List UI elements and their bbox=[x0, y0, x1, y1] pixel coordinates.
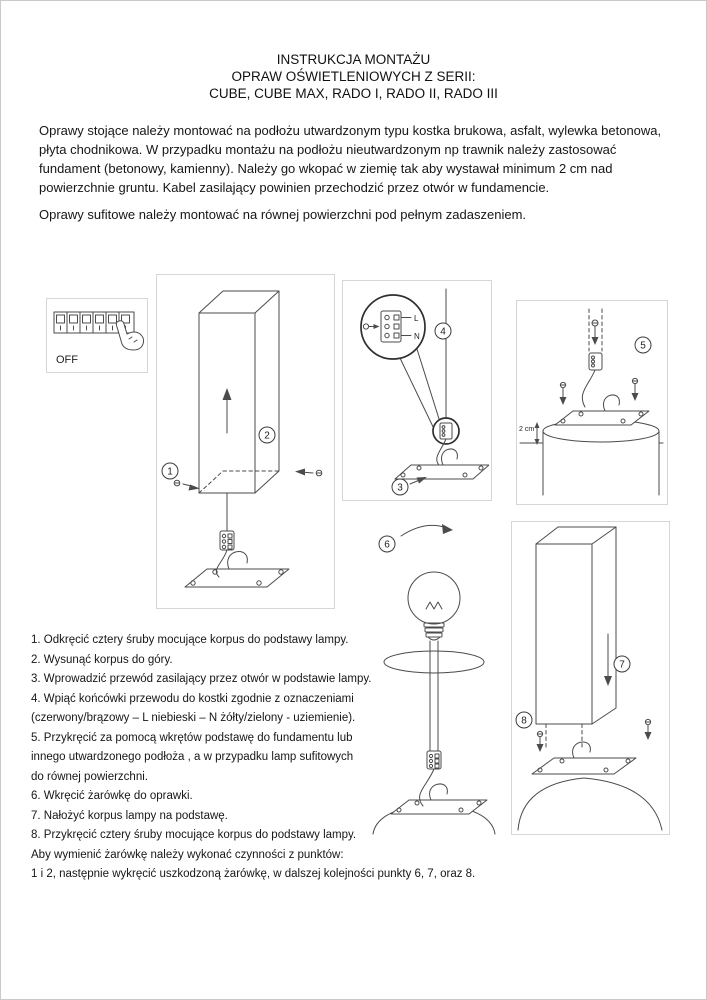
step-badge-1: 1 bbox=[161, 462, 179, 480]
terminal-block-icon bbox=[588, 352, 603, 371]
step-line-1: 1. Odkręcić cztery śruby mocujące korpus… bbox=[31, 634, 349, 646]
step-line-4: 4. Wpiąć końcówki przewodu do kostki zgo… bbox=[31, 692, 354, 705]
step-line-3: 3. Wprowadzić przewód zasilający przez o… bbox=[31, 673, 372, 685]
up-arrow-icon bbox=[222, 388, 232, 434]
panel-steps-3-4: L N bbox=[342, 280, 492, 501]
title-line-3: CUBE, CUBE MAX, RADO I, RADO II, RADO II… bbox=[209, 86, 498, 101]
lamp-disc-icon bbox=[383, 650, 485, 674]
bulb-diagram: 6 bbox=[372, 524, 496, 835]
step-line-8: 8. Przykręcić cztery śruby mocujące korp… bbox=[31, 829, 357, 841]
document-title: INSTRUKCJA MONTAŻU OPRAW OŚWIETLENIOWYCH… bbox=[1, 51, 706, 102]
step-line-note-1: Aby wymienić żarówkę należy wykonać czyn… bbox=[31, 848, 344, 861]
intro-line: powierzchnie gruntu. Kabel zasilający po… bbox=[39, 180, 550, 195]
svg-text:6: 6 bbox=[384, 540, 390, 551]
pointing-hand-icon bbox=[115, 320, 145, 351]
lamp-body-prism-icon bbox=[535, 526, 617, 725]
step-line-7: 7. Nałożyć korpus lampy na podstawę. bbox=[31, 809, 228, 822]
foundation-icon bbox=[517, 777, 663, 831]
step-badge-3: 3 bbox=[391, 478, 409, 496]
panel-steps-1-2: 1 2 bbox=[156, 274, 335, 609]
switch-off-label: OFF bbox=[56, 354, 78, 366]
foundation-diagram: 2 cm 5 bbox=[519, 308, 664, 496]
intro-line: płyta chodnikowa. W przypadku montażu na… bbox=[39, 142, 617, 157]
magnifier-callout-line bbox=[416, 348, 441, 423]
cable-line bbox=[215, 492, 228, 578]
rotate-arrow-icon bbox=[400, 524, 453, 537]
base-plate-icon bbox=[394, 448, 489, 480]
svg-text:4: 4 bbox=[440, 327, 446, 338]
cable-line bbox=[419, 768, 435, 807]
step-badge-7: 7 bbox=[613, 655, 631, 673]
screw-icon bbox=[559, 381, 567, 405]
title-line-1: INSTRUKCJA MONTAŻU bbox=[276, 52, 431, 67]
step-badge-4: 4 bbox=[434, 322, 452, 340]
panel-step-5: 2 cm 5 bbox=[516, 300, 668, 505]
magnifier-circle-icon bbox=[360, 294, 426, 360]
foundation-icon bbox=[519, 419, 664, 496]
intro-paragraph-2: Oprawy sufitowe należy montować na równe… bbox=[39, 205, 526, 224]
depth-dimension bbox=[534, 422, 540, 445]
cable-line bbox=[581, 369, 596, 408]
arrow-icon bbox=[409, 477, 427, 485]
title-line-2: OPRAW OŚWIETLENIOWYCH Z SERII: bbox=[231, 69, 476, 84]
terminal-label-N: N bbox=[414, 332, 420, 341]
light-bulb-icon bbox=[407, 571, 461, 641]
step-line-6: 6. Wkręcić żarówkę do oprawki. bbox=[31, 790, 193, 802]
lamp-pole-icon bbox=[429, 640, 439, 752]
svg-text:8: 8 bbox=[521, 716, 527, 727]
step-line-4b: (czerwony/brązowy – L niebieski – N żółt… bbox=[31, 712, 356, 724]
base-plate-icon bbox=[184, 551, 290, 588]
svg-text:1: 1 bbox=[167, 467, 173, 478]
screw-icon bbox=[591, 319, 599, 345]
svg-text:5: 5 bbox=[640, 341, 646, 352]
step-badge-2: 2 bbox=[258, 426, 276, 444]
power-off-diagram: OFF bbox=[53, 311, 145, 366]
intro-line: fundament (betonowy, kamienny). Należy g… bbox=[39, 161, 613, 176]
assemble-body-diagram: 7 8 bbox=[515, 526, 663, 831]
lift-body-diagram: 1 2 bbox=[161, 290, 323, 588]
depth-label: 2 cm bbox=[519, 426, 534, 433]
terminal-block-icon bbox=[219, 530, 235, 551]
svg-text:3: 3 bbox=[397, 483, 403, 494]
svg-text:2: 2 bbox=[264, 431, 270, 442]
screw-icon bbox=[295, 468, 323, 477]
breaker-strip-icon bbox=[53, 311, 135, 334]
screw-icon bbox=[173, 479, 200, 491]
panel-step-6: 6 bbox=[369, 514, 504, 836]
step-line-5c: do równej powierzchni. bbox=[31, 770, 148, 783]
magnifier-callout-line bbox=[399, 357, 437, 434]
panel-power-off: OFF bbox=[46, 298, 148, 373]
step-line-5b: innego utwardzonego podłoża , a w przypa… bbox=[31, 751, 354, 763]
step-badge-6: 6 bbox=[378, 535, 396, 553]
screw-icon bbox=[362, 323, 380, 330]
down-arrow-icon bbox=[604, 633, 612, 686]
intro-line: Oprawy stojące należy montować na podłoż… bbox=[39, 123, 662, 138]
step-line-5: 5. Przykręcić za pomocą wkrętów podstawę… bbox=[31, 731, 353, 744]
screw-icon bbox=[631, 377, 639, 401]
screw-icon bbox=[536, 730, 544, 752]
base-plate-icon bbox=[554, 394, 650, 426]
lamp-body-prism-icon bbox=[198, 290, 280, 494]
wiring-diagram: L N bbox=[360, 288, 489, 496]
step-line-2: 2. Wysunąć korpus do góry. bbox=[31, 653, 173, 666]
intro-line: Oprawy sufitowe należy montować na równe… bbox=[39, 207, 527, 222]
terminal-label-L: L bbox=[414, 314, 419, 323]
step-badge-8: 8 bbox=[515, 711, 533, 729]
panel-steps-7-8: 7 8 bbox=[511, 521, 670, 835]
step-line-note-2: 1 i 2, następnie wykręcić uszkodzoną żar… bbox=[31, 868, 476, 880]
assembly-steps: 1. Odkręcić cztery śruby mocujące korpus… bbox=[31, 631, 475, 885]
terminal-block-detail-icon bbox=[380, 310, 412, 343]
intro-paragraph-1: Oprawy stojące należy montować na podłoż… bbox=[39, 121, 661, 197]
base-plate-icon bbox=[531, 741, 637, 775]
base-plate-icon bbox=[390, 783, 488, 815]
screw-icon bbox=[644, 718, 652, 740]
svg-text:7: 7 bbox=[619, 660, 625, 671]
step-badge-5: 5 bbox=[634, 336, 652, 354]
